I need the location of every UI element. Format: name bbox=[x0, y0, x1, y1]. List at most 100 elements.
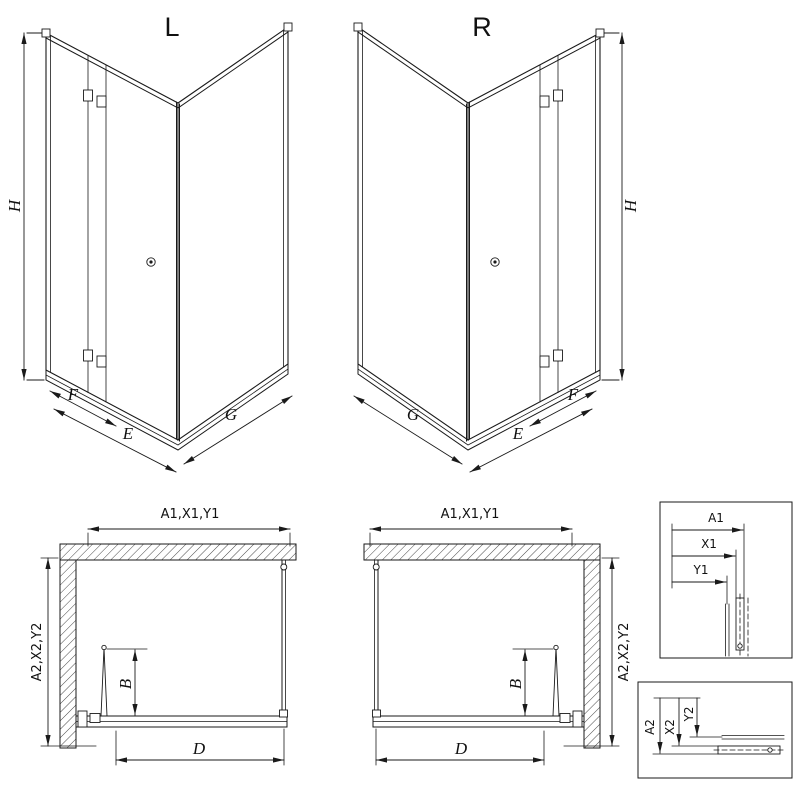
dim-label-x1: X1 bbox=[701, 537, 717, 551]
dim-label-x2: X2 bbox=[663, 719, 677, 735]
door-pivot-block bbox=[89, 713, 101, 723]
dimension-f-right: F bbox=[529, 385, 597, 427]
glass-connector-dot bbox=[280, 563, 288, 571]
detail-dim-y2: Y2 bbox=[682, 697, 723, 738]
top-profile-front bbox=[45, 37, 179, 109]
dim-label-a2x2y2: A2,X2,Y2 bbox=[30, 623, 45, 682]
profile-screw bbox=[737, 643, 743, 649]
top-profile-front bbox=[467, 37, 601, 109]
dim-label-a2: A2 bbox=[643, 719, 657, 735]
door-fold-pivot bbox=[553, 644, 559, 651]
glass-enclosure-right bbox=[353, 22, 605, 451]
dimension-width-left: A1,X1,Y1 bbox=[87, 507, 291, 547]
detail-frame bbox=[659, 501, 793, 659]
hinge-top bbox=[83, 89, 93, 102]
folded-door-plan bbox=[552, 644, 560, 717]
hinge-bottom bbox=[96, 355, 107, 368]
wall-hatch-top bbox=[363, 543, 601, 561]
dimension-b-right: B bbox=[506, 648, 554, 716]
glass-panel-door bbox=[45, 32, 179, 441]
hinge-top bbox=[96, 95, 107, 108]
wall-profile-block bbox=[77, 710, 88, 728]
handle-knob-center bbox=[493, 260, 497, 264]
dim-label-f: F bbox=[67, 385, 79, 404]
dim-label-a1: A1 bbox=[708, 511, 724, 525]
view-label-left: L bbox=[164, 12, 179, 42]
wall-bracket bbox=[283, 22, 293, 32]
dim-label-b: B bbox=[506, 678, 525, 689]
hinge-bottom bbox=[553, 349, 563, 362]
detail-view-depth: A2 X2 Y2 bbox=[637, 681, 793, 779]
corner-connector-block bbox=[279, 709, 288, 718]
detail-dim-a2: A2 bbox=[643, 697, 719, 755]
wall-bracket bbox=[41, 28, 51, 38]
dim-label-d: D bbox=[192, 739, 206, 758]
detail-dim-a1: A1 bbox=[671, 511, 745, 599]
detail-view-width: A1 X1 Y1 bbox=[659, 501, 793, 659]
detail-dim-x1: X1 bbox=[671, 537, 737, 599]
wall-bracket bbox=[353, 22, 363, 32]
top-profile-side bbox=[357, 31, 469, 109]
detail-frame bbox=[637, 681, 793, 779]
wall-bracket bbox=[595, 28, 605, 38]
dim-label-y1: Y1 bbox=[693, 563, 709, 577]
dimension-d-right: D bbox=[375, 728, 545, 766]
detail-dim-y1: Y1 bbox=[671, 563, 728, 605]
dim-label-b: B bbox=[116, 678, 135, 689]
wall-hatch-top bbox=[59, 543, 297, 561]
dim-label-a1x1y1: A1,X1,Y1 bbox=[161, 507, 220, 522]
hinge-bottom bbox=[83, 349, 93, 362]
wall-hatch-side bbox=[583, 559, 601, 749]
profile-screw bbox=[767, 747, 773, 753]
door-pivot-block bbox=[559, 713, 571, 723]
side-glass-plan bbox=[280, 559, 288, 717]
glass-panel-side bbox=[357, 25, 469, 442]
folded-door-plan bbox=[100, 644, 108, 717]
top-profile-side bbox=[177, 31, 289, 109]
dimension-g-left: G bbox=[183, 395, 293, 465]
dim-label-g: G bbox=[225, 405, 237, 424]
hinge-top bbox=[553, 89, 563, 102]
iso-view-left: L H bbox=[5, 12, 293, 473]
glass-enclosure-left bbox=[41, 22, 293, 451]
door-fold-pivot bbox=[101, 644, 107, 651]
dim-label-a1x1y1: A1,X1,Y1 bbox=[441, 507, 500, 522]
dimension-width-right: A1,X1,Y1 bbox=[369, 507, 573, 547]
dim-label-d: D bbox=[454, 739, 468, 758]
folded-door-panels bbox=[100, 647, 108, 717]
dim-label-f: F bbox=[567, 385, 579, 404]
front-track-plan bbox=[75, 709, 288, 728]
dimension-d-left: D bbox=[115, 728, 285, 766]
side-glass-plan bbox=[372, 559, 380, 717]
hinge-top bbox=[539, 95, 550, 108]
dim-label-h: H bbox=[621, 198, 640, 213]
iso-view-right: R H bbox=[353, 12, 640, 473]
plan-view-right: A1,X1,Y1 A2,X2,Y2 bbox=[363, 507, 632, 766]
dimension-e-left: E bbox=[53, 408, 177, 473]
wall-profile-section bbox=[725, 593, 749, 657]
wall-profile-section bbox=[713, 735, 787, 755]
front-track-plan bbox=[372, 709, 585, 728]
dim-label-y2: Y2 bbox=[682, 707, 696, 723]
handle-knob-center bbox=[149, 260, 153, 264]
plan-view-left: A1,X1,Y1 A2,X2,Y2 bbox=[30, 507, 297, 766]
dim-label-e: E bbox=[512, 424, 524, 443]
dim-label-a2x2y2: A2,X2,Y2 bbox=[617, 623, 632, 682]
hinge-bottom bbox=[539, 355, 550, 368]
corner-connector-block bbox=[372, 709, 381, 718]
dim-label-h: H bbox=[5, 198, 24, 213]
glass-connector-dot bbox=[372, 563, 380, 571]
dimension-b-left: B bbox=[106, 648, 148, 716]
dim-label-g: G bbox=[407, 405, 419, 424]
dim-label-e: E bbox=[122, 424, 134, 443]
glass-panel-side bbox=[177, 25, 289, 442]
dimension-height-right: H bbox=[601, 32, 640, 381]
dimension-g-right: G bbox=[353, 395, 463, 465]
glass-panel-door bbox=[467, 32, 601, 441]
wall-profile-block bbox=[572, 710, 583, 728]
view-label-right: R bbox=[472, 12, 492, 42]
wall-hatch-side bbox=[59, 559, 77, 749]
dimension-height-left: H bbox=[5, 32, 45, 381]
